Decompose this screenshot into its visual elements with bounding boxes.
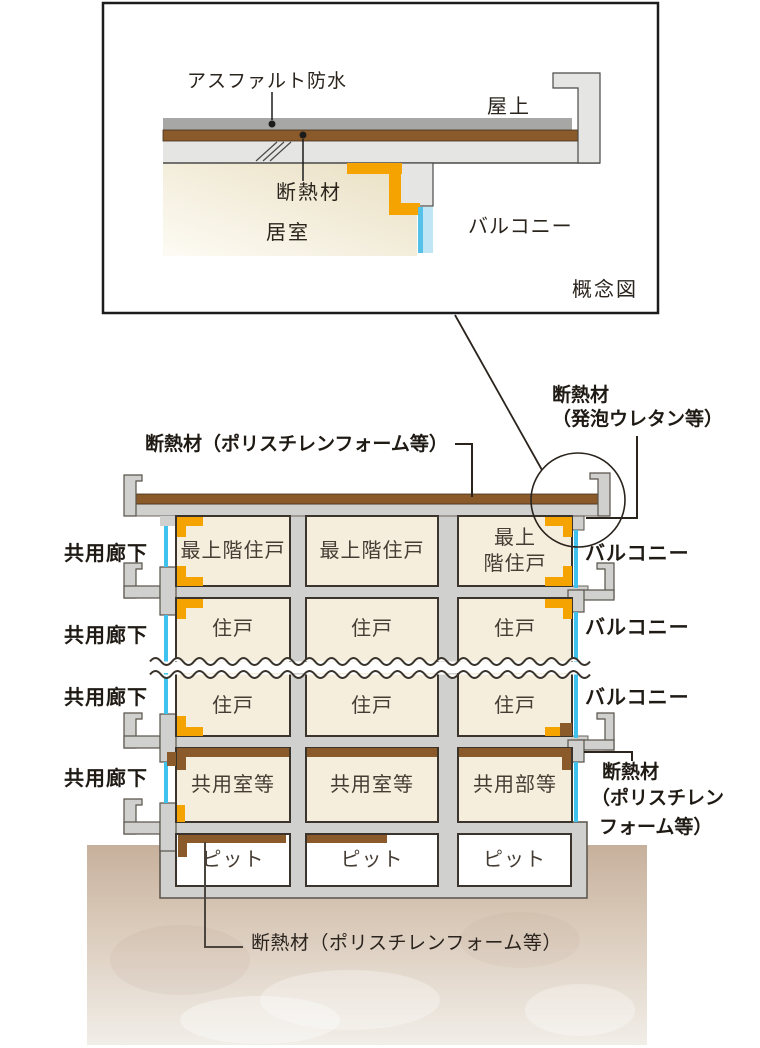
room-common-2: 共用室等 — [330, 774, 414, 796]
leader-right-insulation — [584, 751, 633, 761]
annotation-lines — [204, 314, 638, 948]
room-low-3: 住戸 — [494, 695, 536, 717]
inset-room — [163, 163, 417, 256]
inset-balcony-label: バルコニー — [468, 216, 573, 238]
pit-3: ピット — [483, 849, 546, 871]
roof-stub-left — [160, 516, 178, 526]
inset-diagram — [101, 1, 660, 315]
urethane-line2: （発泡ウレタン等） — [552, 408, 724, 430]
break-band — [149, 657, 591, 679]
roof — [123, 472, 611, 531]
corridor-label-1: 共用廊下 — [64, 543, 148, 565]
room-top-2: 最上階住戸 — [319, 540, 425, 562]
balcony-label-3: バルコニー — [585, 687, 690, 709]
roof-insulation-strip — [135, 493, 599, 505]
room-low-2: 住戸 — [351, 695, 393, 717]
urethane-insulation-label: 断熱材 （発泡ウレタン等） — [552, 384, 723, 432]
inset-insulation-layer — [162, 129, 579, 142]
roof-slab — [123, 503, 611, 517]
room-mid-3: 住戸 — [494, 618, 536, 640]
inset-rooftop-label: 屋上 — [487, 96, 531, 118]
inset-caption-label: 概念図 — [572, 279, 638, 301]
orange-insulation — [177, 517, 572, 822]
inset-glass — [423, 207, 433, 253]
room-cells — [175, 515, 573, 823]
leader-bottom-insulation — [204, 842, 243, 948]
roof-insulation-label: 断熱材（ポリスチレンフォーム等） — [145, 434, 448, 455]
inset-beam — [399, 162, 434, 207]
balcony-label-1: バルコニー — [585, 543, 690, 565]
urethane-line1: 断熱材 — [552, 385, 610, 406]
detail-circle — [530, 452, 626, 548]
inset-hatch — [255, 141, 292, 162]
room-mid-2: 住戸 — [351, 618, 393, 640]
inset-slab — [163, 141, 600, 163]
right-insulation-line2: （ポリスチレン — [591, 788, 725, 809]
corridor-label-2: 共用廊下 — [64, 625, 148, 647]
corridor-label-3: 共用廊下 — [64, 687, 148, 709]
inset-waterproof-layer — [163, 118, 572, 130]
corridor-label-4: 共用廊下 — [64, 768, 148, 790]
room-mid-1: 住戸 — [212, 618, 254, 640]
room-top-3: 最上 階住戸 — [483, 527, 547, 575]
inset-waterproof-label: アスファルト防水 — [187, 71, 348, 92]
pit-1: ピット — [201, 849, 265, 871]
pit-2: ピット — [340, 849, 404, 871]
parapet-left — [123, 474, 143, 517]
room-low-1: 住戸 — [212, 695, 254, 717]
inset-parapet — [552, 72, 601, 164]
room-common-3: 共用部等 — [473, 774, 557, 796]
inset-insulation-label: 断熱材 — [276, 182, 342, 204]
inset-living-room-label: 居室 — [266, 222, 310, 244]
inset-orange-insulation — [347, 163, 420, 215]
right-insulation-line1: 断熱材 — [602, 762, 660, 783]
balcony-label-2: バルコニー — [585, 617, 690, 639]
room-top-1: 最上階住戸 — [180, 540, 286, 562]
inset-connector-line — [454, 314, 543, 471]
bottom-insulation-label: 断熱材（ポリスチレンフォーム等） — [251, 933, 562, 954]
parapet-right — [589, 472, 611, 517]
right-insulation-line3: フォーム等） — [599, 817, 713, 838]
inset-leaders — [271, 92, 304, 181]
room-common-1: 共用室等 — [191, 774, 275, 796]
leader-roof-insulation — [455, 443, 473, 497]
inset-glass-edge — [418, 207, 423, 253]
leader-urethane — [586, 436, 638, 519]
brown-insulation — [167, 723, 572, 857]
